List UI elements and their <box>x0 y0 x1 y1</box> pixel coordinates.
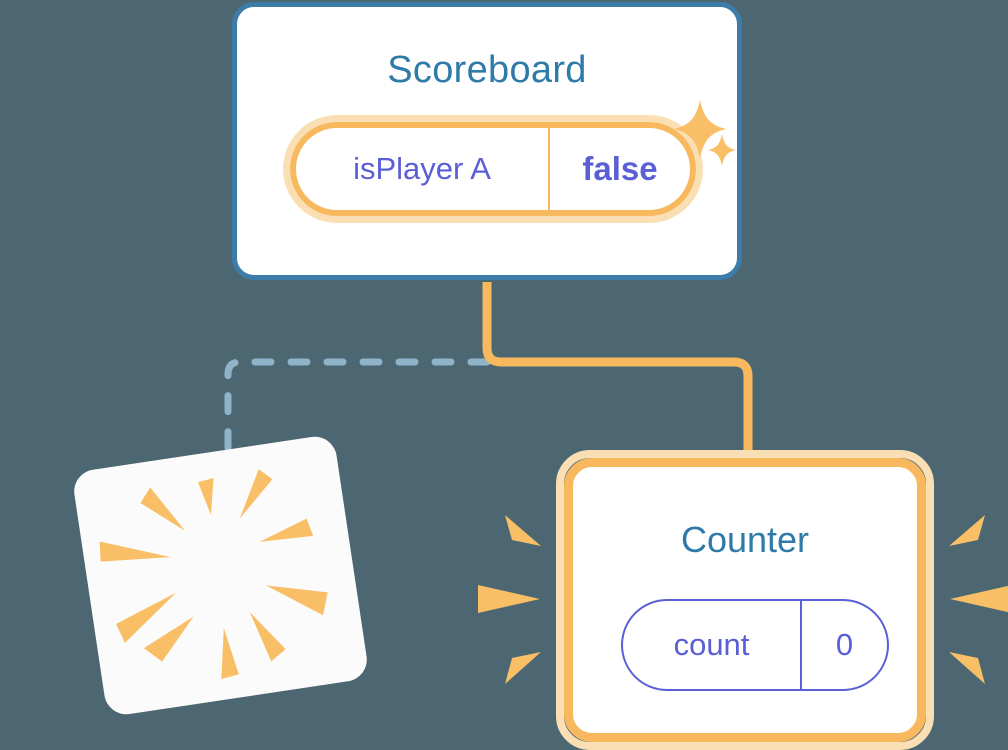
blank-card-burst <box>99 469 328 680</box>
counter-burst-ray-left <box>478 585 540 613</box>
blank-card[interactable] <box>71 433 370 718</box>
burst-ray <box>143 616 194 662</box>
burst-ray <box>140 487 185 531</box>
connector-scoreboard-to-blank-card <box>224 358 491 484</box>
scoreboard-card[interactable]: Scoreboard isPlayer A false <box>232 2 742 280</box>
scoreboard-state-key: isPlayer A <box>296 128 550 210</box>
counter-card[interactable]: Counter count 0 <box>556 450 934 750</box>
counter-burst-ray-right <box>950 585 1008 613</box>
burst-ray <box>265 585 328 616</box>
burst-ray <box>239 469 273 519</box>
scoreboard-title: Scoreboard <box>387 49 587 91</box>
burst-ray <box>197 477 214 515</box>
sparkle-large-icon <box>674 100 726 158</box>
scoreboard-state-value: false <box>582 150 658 187</box>
burst-ray <box>249 612 286 662</box>
counter-title: Counter <box>680 519 810 560</box>
burst-ray <box>99 541 171 562</box>
scoreboard-state-pill-body: isPlayer A false <box>290 122 696 216</box>
counter-burst-ray-right <box>949 652 985 684</box>
connector-scoreboard-to-counter <box>482 282 753 462</box>
burst-ray <box>221 628 239 680</box>
counter-state-key: count <box>623 601 802 689</box>
scoreboard-state-pill[interactable]: isPlayer A false <box>283 115 703 223</box>
counter-state-pill[interactable]: count 0 <box>621 599 889 691</box>
counter-burst-ray-right <box>949 515 985 546</box>
counter-card-body: Counter count 0 <box>564 458 926 742</box>
burst-ray <box>116 592 177 643</box>
counter-burst-ray-left <box>505 515 541 546</box>
counter-state-value: 0 <box>835 627 854 662</box>
counter-burst-ray-left <box>505 652 541 684</box>
sparkle-small-icon <box>708 134 736 166</box>
burst-ray <box>259 518 314 542</box>
